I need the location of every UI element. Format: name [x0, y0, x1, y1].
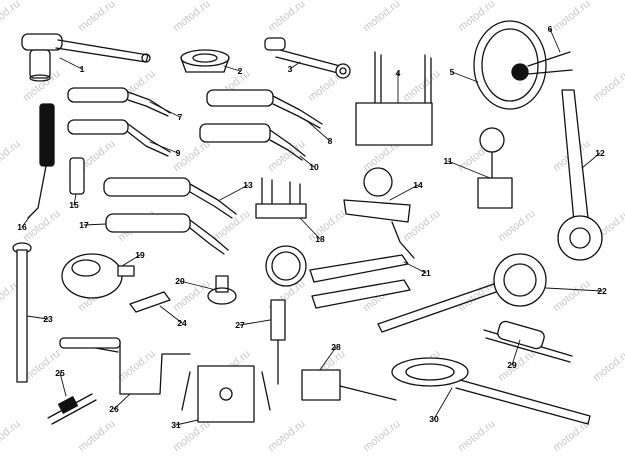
part-label-23: 23	[43, 314, 53, 324]
tool-19-clamp	[61, 253, 135, 299]
leader-line-17	[83, 223, 107, 226]
part-label-22: 22	[597, 286, 607, 296]
tool-7-punch	[67, 87, 171, 117]
part-label-8: 8	[328, 136, 333, 146]
part-label-7: 7	[178, 112, 183, 122]
tool-3-spanner	[264, 37, 351, 79]
part-label-21: 21	[421, 268, 431, 278]
tool-18-bracket	[255, 177, 307, 219]
tool-9-punch	[67, 119, 171, 157]
part-label-2: 2	[238, 66, 243, 76]
part-label-30: 30	[429, 414, 439, 424]
leader-line-11	[447, 160, 491, 179]
part-label-31: 31	[171, 420, 181, 430]
leader-lines	[21, 28, 603, 426]
part-label-17: 17	[79, 220, 89, 230]
part-label-6: 6	[548, 24, 553, 34]
part-label-29: 29	[507, 360, 517, 370]
part-label-18: 18	[315, 234, 325, 244]
part-label-10: 10	[309, 162, 319, 172]
part-label-9: 9	[176, 148, 181, 158]
tool-17-punch	[105, 213, 229, 255]
tool-1-socket-wrench	[21, 33, 151, 82]
part-label-11: 11	[444, 156, 453, 166]
tool-5-degree-disc	[473, 20, 573, 110]
tool-20-puller	[207, 275, 237, 305]
leader-line-15	[73, 193, 77, 206]
leader-line-13	[219, 184, 249, 201]
part-label-15: 15	[69, 200, 79, 210]
part-label-27: 27	[235, 320, 245, 330]
leader-line-24	[159, 305, 183, 324]
tool-14-gauge-fixture	[343, 167, 415, 259]
part-label-1: 1	[80, 64, 85, 74]
leader-line-16	[21, 215, 31, 228]
tool-16-hook	[27, 103, 55, 219]
tool-25-rod	[47, 393, 97, 425]
tool-24-pin	[129, 291, 171, 313]
leader-line-6	[549, 28, 561, 53]
part-label-14: 14	[413, 180, 423, 190]
part-label-28: 28	[331, 342, 341, 352]
tool-28-holder	[301, 369, 397, 401]
part-label-26: 26	[109, 404, 119, 414]
leader-line-8	[305, 119, 331, 142]
part-label-3: 3	[288, 64, 293, 74]
tool-10-punch	[199, 123, 306, 161]
tool-31-compressor	[181, 365, 271, 423]
leader-line-25	[59, 372, 67, 397]
part-label-13: 13	[243, 180, 253, 190]
leader-line-31	[175, 419, 199, 426]
leader-line-7	[149, 101, 181, 118]
leader-line-26	[113, 393, 131, 410]
tool-2-ring-nut	[180, 49, 230, 73]
tool-29-slide-hammer	[483, 320, 573, 363]
leader-line-21	[403, 261, 427, 274]
tool-8-punch	[206, 89, 323, 129]
leader-line-23	[26, 315, 49, 320]
part-label-20: 20	[175, 276, 185, 286]
leader-line-30	[433, 387, 453, 420]
leader-line-9	[149, 141, 179, 154]
part-label-19: 19	[135, 250, 145, 260]
leader-line-28	[319, 346, 337, 371]
tool-21-plates	[309, 254, 411, 309]
part-label-4: 4	[396, 68, 401, 78]
tool-13-punch	[103, 177, 237, 219]
tool-30-flywheel-holder	[391, 357, 591, 425]
leader-line-29	[511, 339, 521, 366]
tool-12-pin-wrench	[557, 89, 603, 261]
leader-line-22	[545, 287, 603, 292]
leader-line-19	[121, 254, 141, 267]
tool-22-ring-spanner	[377, 253, 547, 333]
leader-line-12	[581, 152, 601, 169]
leader-line-3	[289, 61, 301, 70]
leader-line-27	[239, 319, 271, 326]
part-label-24: 24	[177, 318, 187, 328]
part-label-16: 16	[17, 222, 27, 232]
part-label-25: 25	[55, 368, 65, 378]
leader-line-18	[299, 217, 321, 240]
part-label-5: 5	[450, 67, 455, 77]
tool-27-dial-probe	[265, 245, 307, 385]
leader-line-1	[59, 57, 83, 70]
tool-23-shaft	[12, 242, 32, 383]
tool-4-rod-stand	[355, 51, 433, 146]
part-label-12: 12	[595, 148, 605, 158]
leader-line-2	[223, 65, 241, 72]
leader-line-10	[299, 155, 315, 168]
leader-line-14	[389, 184, 419, 201]
leader-line-5	[451, 71, 479, 83]
tool-11-dial-gauge	[477, 127, 513, 209]
tool-26-frame-puller	[59, 337, 191, 395]
tool-15-sleeve	[69, 157, 85, 195]
leader-line-20	[179, 280, 217, 291]
